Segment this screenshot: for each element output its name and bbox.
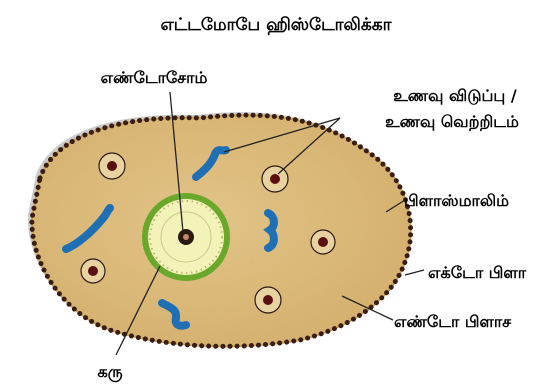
diagram-title: எட்டமோபே ஹிஸ்டோலிக்கா [161,15,393,35]
food-vacuole-label-line1: உணவு விடுப்பு / [393,86,517,105]
food-vacuole [255,287,281,313]
food-vacuole-label-line2: உணவு வெற்றிடம் [385,112,519,131]
ectoplasm-label: எக்டோ பிளா [428,263,527,282]
plasmalemma-label: பிளாஸ்மாலிம் [404,191,509,210]
endoplasm-label: எண்டோ பிளாச [394,312,511,331]
nucleus-label: கரு [97,362,122,382]
food-vacuole [81,259,105,283]
food-vacuole [99,153,125,179]
food-particle [268,213,274,248]
endosome-label: எண்டோசோம் [101,68,208,87]
food-vacuole [262,166,288,192]
food-vacuole [311,230,335,254]
nucleus [142,193,230,281]
